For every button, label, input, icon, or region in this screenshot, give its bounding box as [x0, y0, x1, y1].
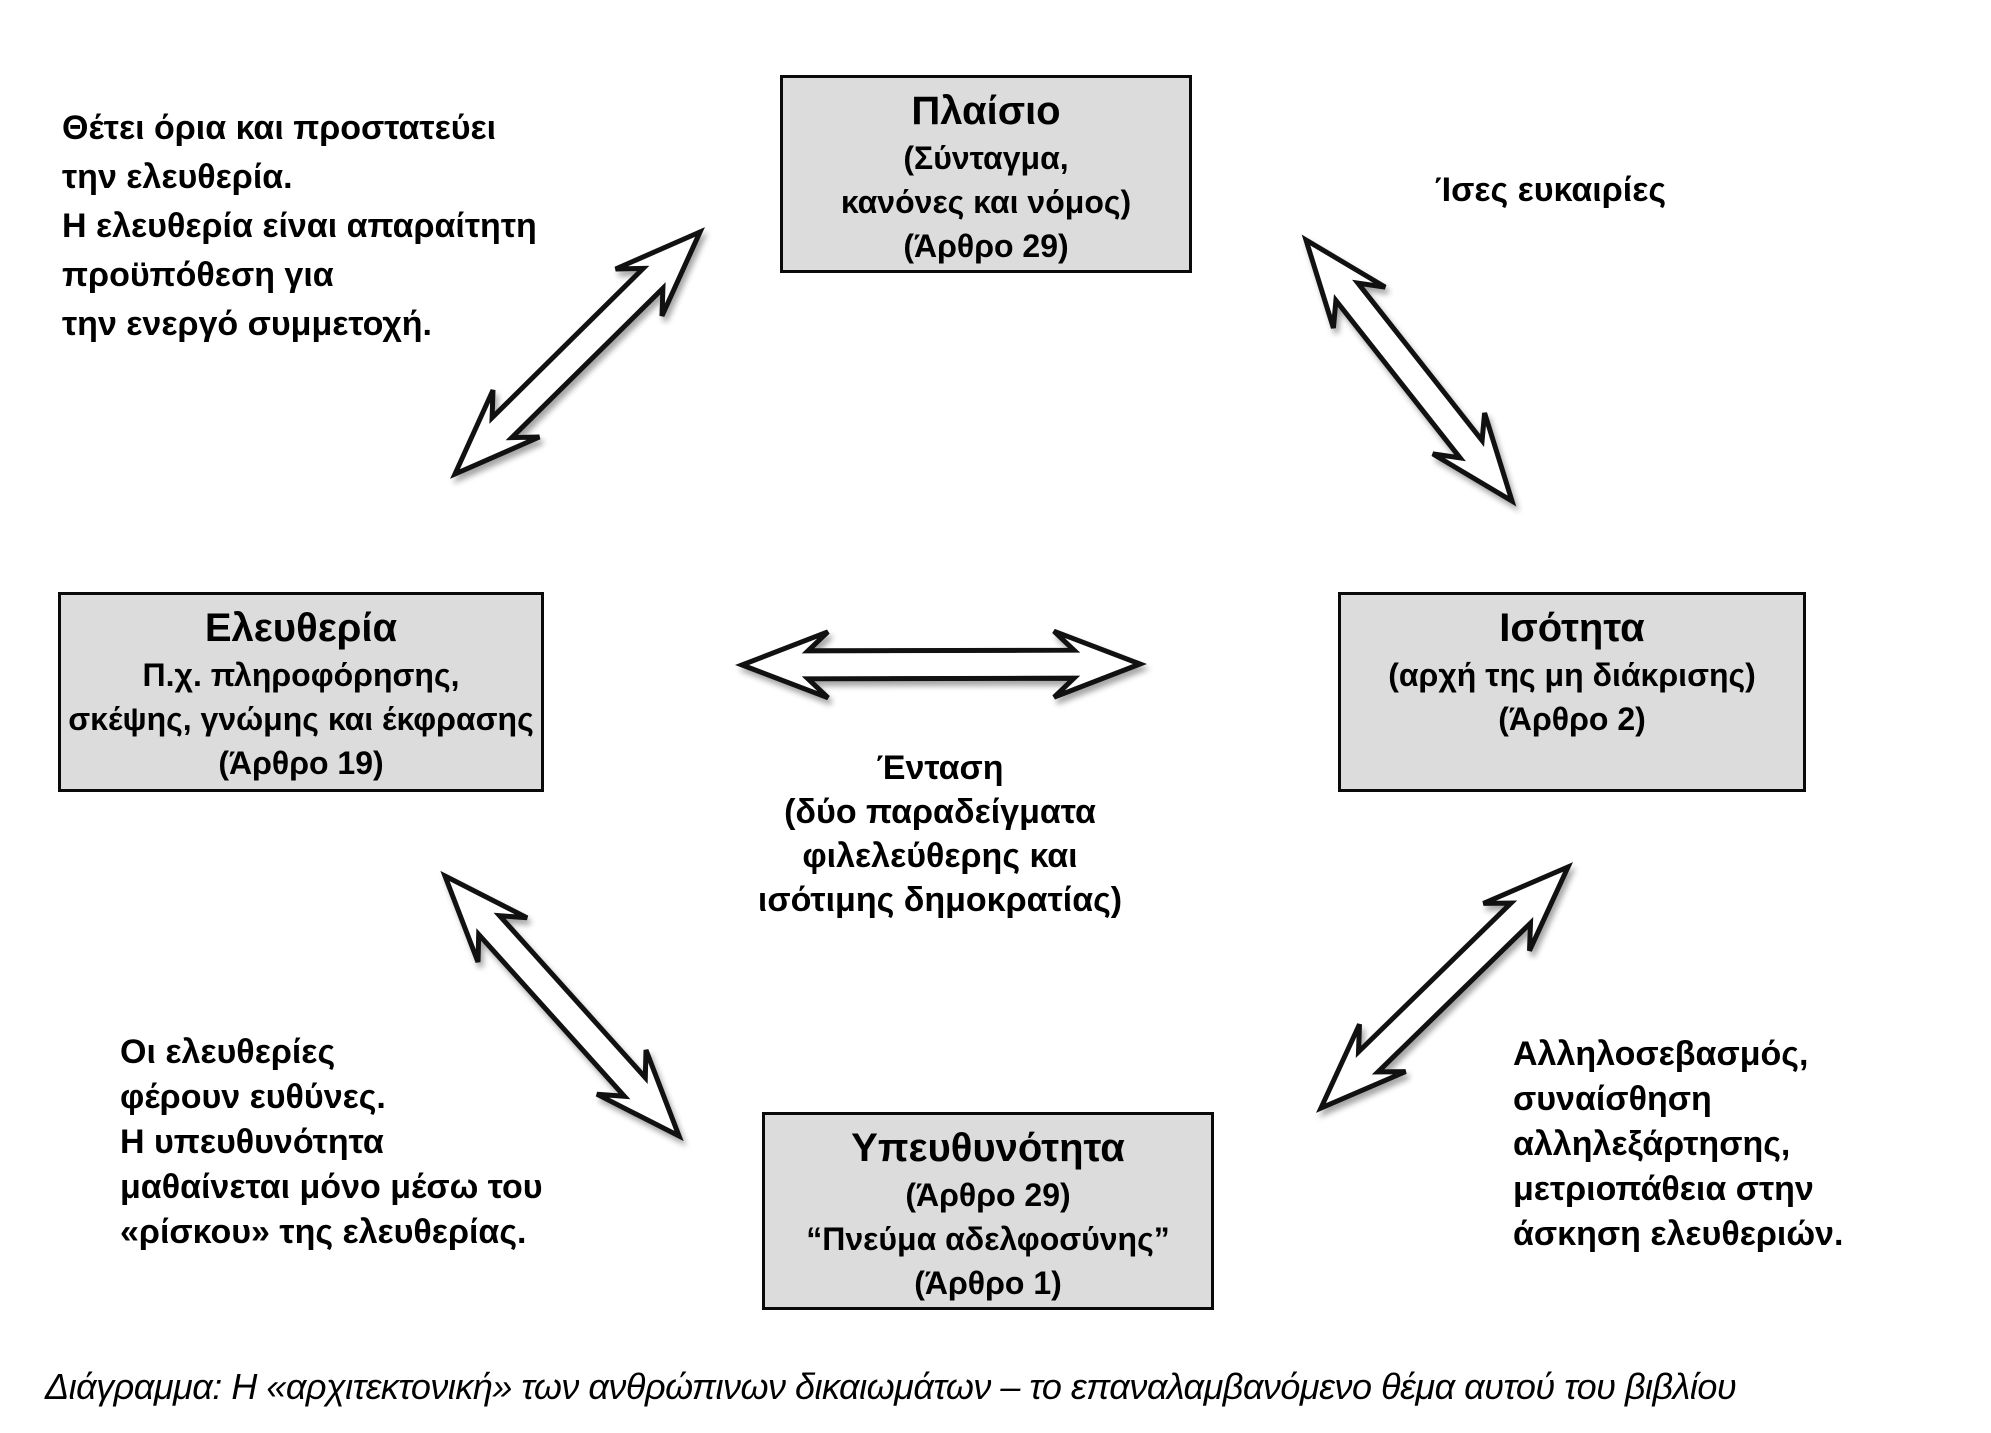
node-responsibility-detail: (Άρθρο 29) “Πνεύμα αδελφοσύνης” (Άρθρο 1…: [806, 1177, 1170, 1301]
node-freedom-title: Ελευθερία: [204, 606, 398, 650]
diagram-caption: Διάγραμμα: Η «αρχιτεκτονική» των ανθρώπι…: [45, 1366, 1737, 1407]
framework-freedom-double-arrow-icon: [450, 227, 705, 479]
node-freedom-detail: Π.χ. πληροφόρησης, σκέψης, γνώμης και έκ…: [68, 657, 534, 781]
annotation-freedom-responsibility: Οι ελευθερίες φέρουν ευθύνες. Η υπευθυνό…: [120, 1033, 543, 1251]
node-equality: Ισότητα (αρχή της μη διάκρισης) (Άρθρο 2…: [1338, 592, 1806, 792]
node-responsibility-title: Υπευθυνότητα: [851, 1126, 1125, 1170]
node-framework: Πλαίσιο (Σύνταγμα, κανόνες και νόμος) (Ά…: [780, 75, 1192, 273]
freedom-responsibility-double-arrow-icon: [440, 870, 684, 1142]
annotation-framework-freedom: Θέτει όρια και προστατεύει την ελευθερία…: [62, 109, 537, 343]
equality-responsibility-double-arrow-icon: [1316, 862, 1573, 1113]
node-freedom: Ελευθερία Π.χ. πληροφόρησης, σκέψης, γνώ…: [58, 592, 544, 792]
node-framework-detail: (Σύνταγμα, κανόνες και νόμος) (Άρθρο 29): [840, 140, 1132, 264]
framework-equality-double-arrow-icon: [1301, 234, 1517, 507]
node-equality-title: Ισότητα: [1499, 606, 1645, 650]
annotation-mutual-respect: Αλληλοσεβασμός, συναίσθηση αλληλεξάρτηση…: [1513, 1035, 1844, 1253]
node-framework-title: Πλαίσιο: [911, 89, 1061, 133]
node-equality-detail: (αρχή της μη διάκρισης) (Άρθρο 2): [1388, 657, 1756, 737]
annotation-tension: Ένταση (δύο παραδείγματα φιλελεύθερης κα…: [757, 749, 1123, 919]
freedom-equality-double-arrow-icon: [735, 628, 1147, 701]
node-responsibility: Υπευθυνότητα (Άρθρο 29) “Πνεύμα αδελφοσύ…: [762, 1112, 1214, 1310]
annotation-equal-opportunities: Ίσες ευκαιρίες: [1435, 171, 1667, 209]
